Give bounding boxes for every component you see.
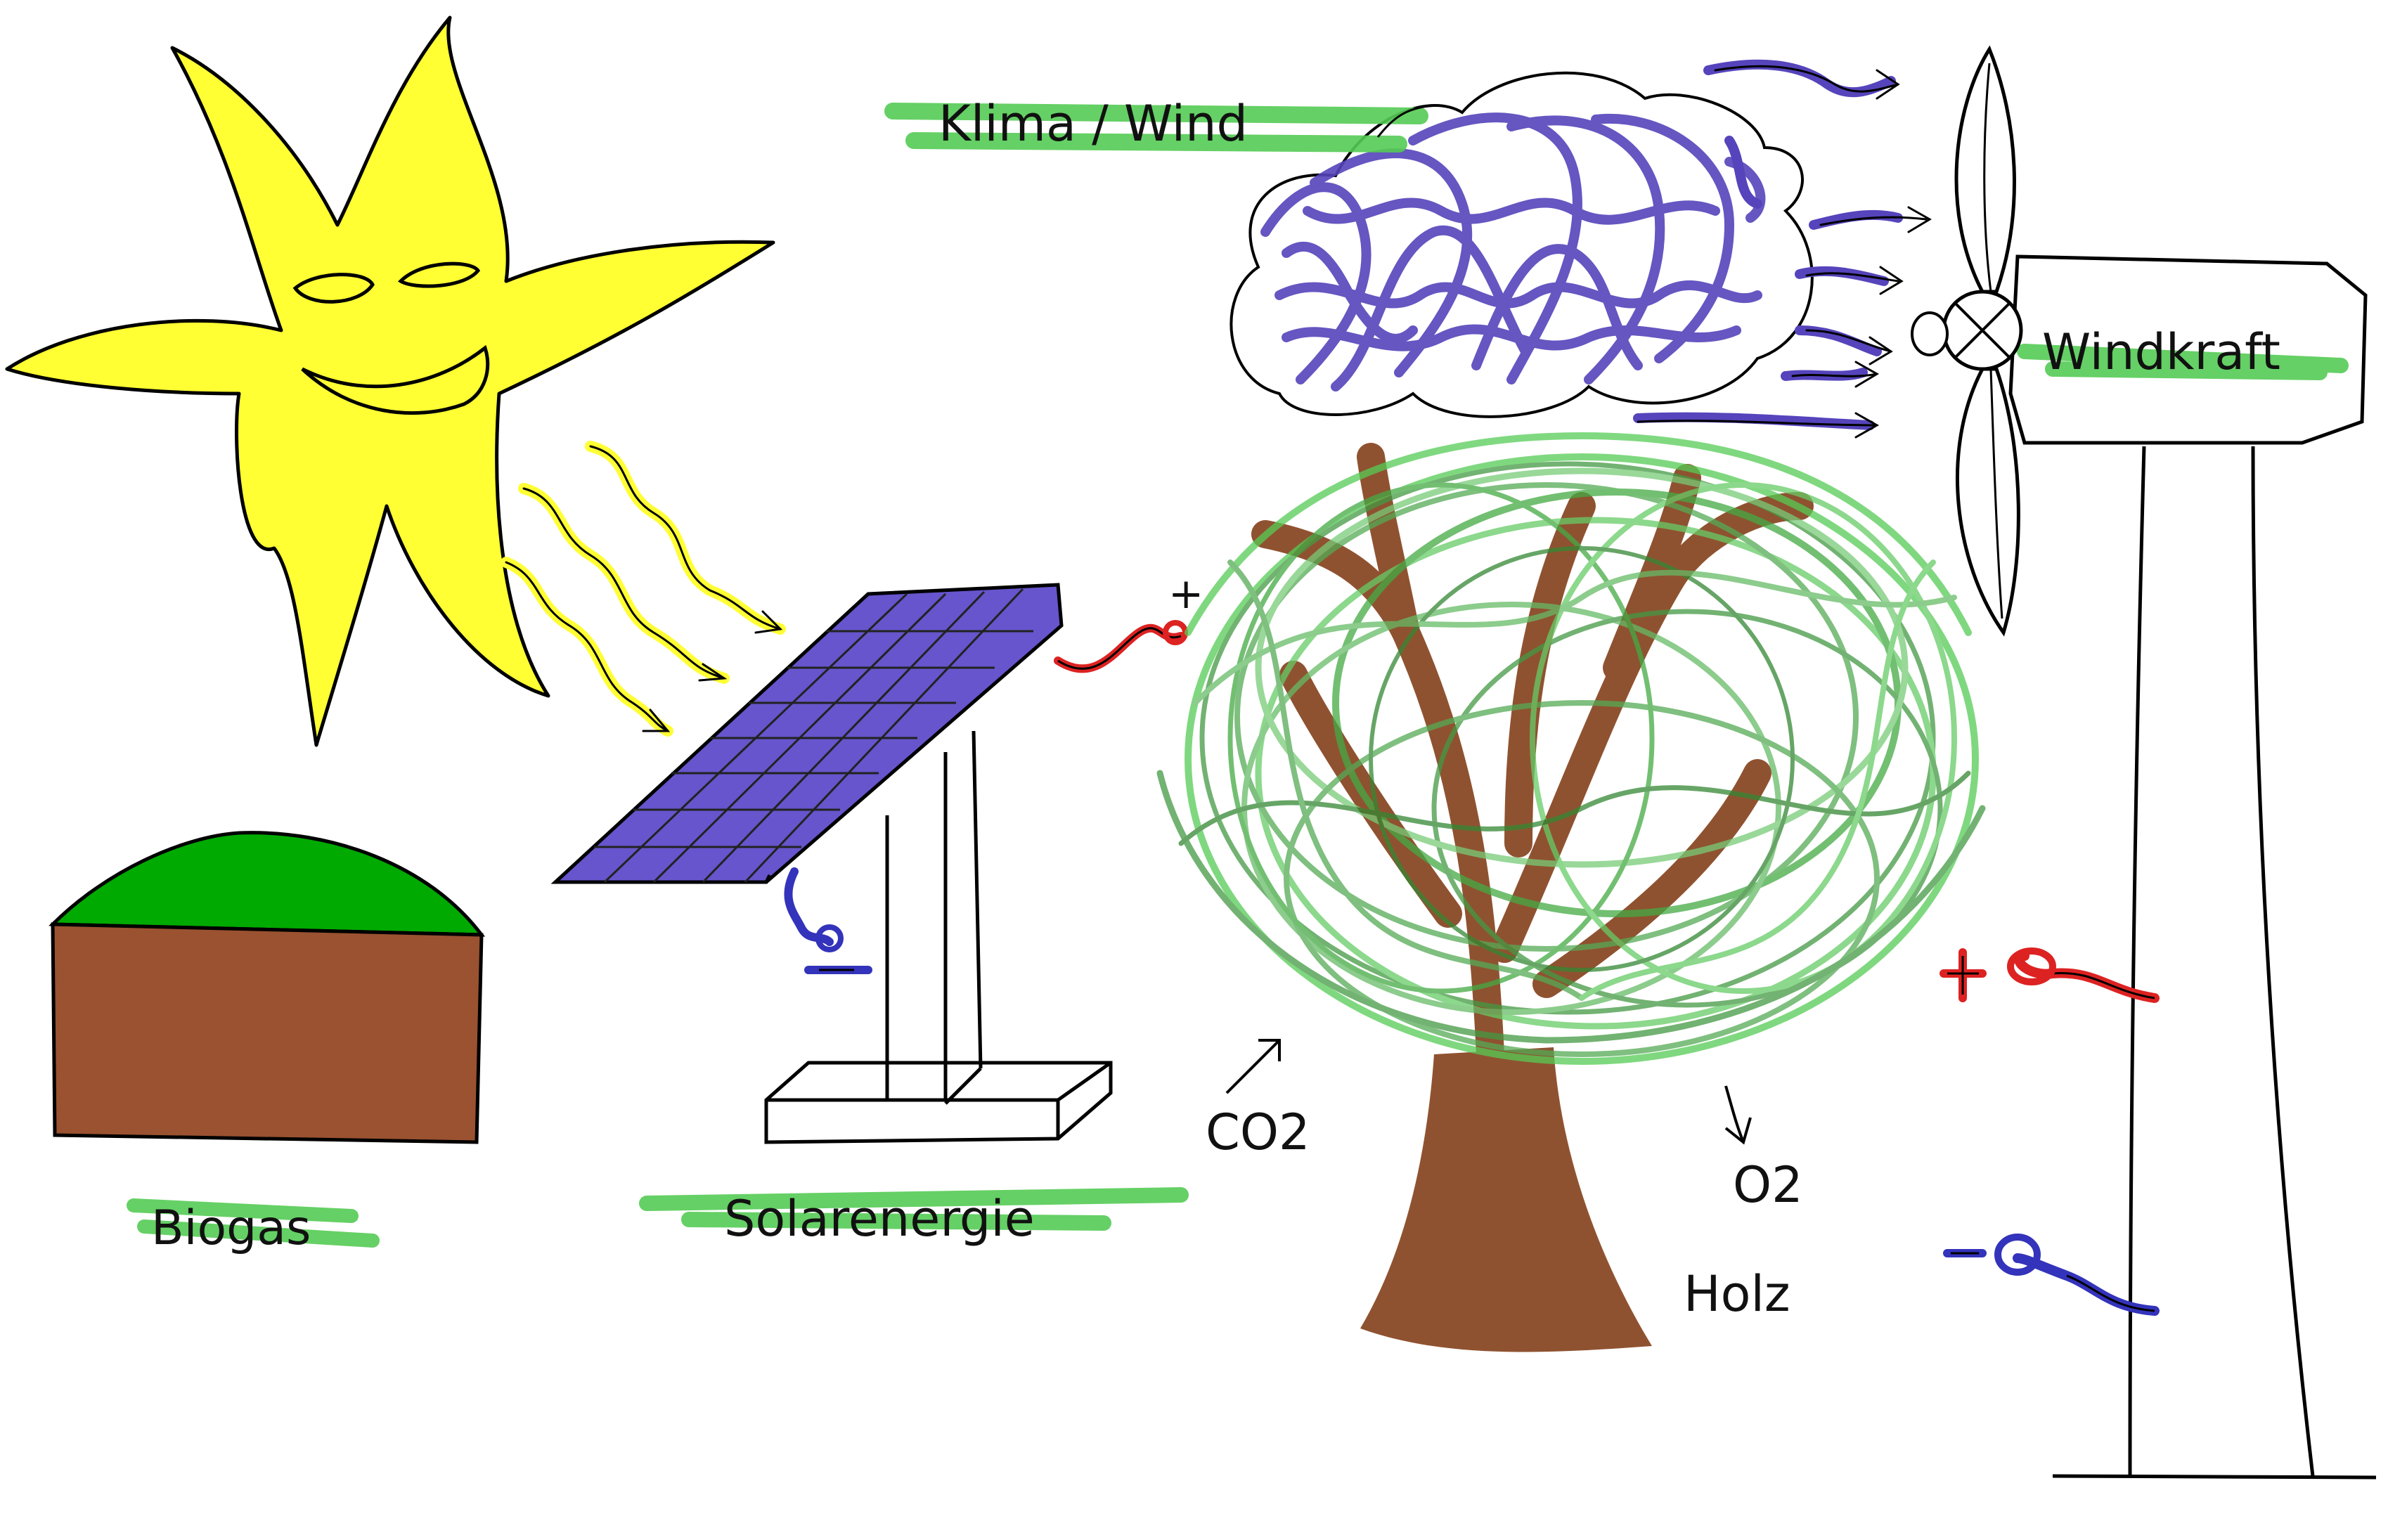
sun-icon <box>5 15 775 747</box>
holz-label: Holz <box>1684 1265 1790 1323</box>
co2-label: CO2 <box>1206 1104 1310 1161</box>
o2-arrow-icon <box>1724 1085 1752 1145</box>
sun-right-eye-icon <box>397 261 481 288</box>
sun-left-eye-icon <box>292 273 375 304</box>
solar-panel-icon: + <box>550 569 1203 1144</box>
tree-icon <box>1156 432 1986 1352</box>
co2-arrow-icon <box>1225 1039 1281 1094</box>
klima-label: Klima / Wind <box>938 95 1248 153</box>
wind-arrows-icon <box>1633 59 1932 439</box>
solar-label-group: Solarenergie <box>639 1187 1189 1248</box>
biogas-label-group: Biogas <box>127 1198 380 1256</box>
biogas-label: Biogas <box>151 1201 311 1256</box>
tree-labels-group: CO2 O2 Holz <box>1206 1039 1803 1323</box>
sun-mouth-icon <box>301 344 490 415</box>
klima-label-group: Klima / Wind <box>884 95 1442 153</box>
wind-turbine-icon: Windkraft <box>1911 45 2377 1480</box>
cloud-icon <box>1230 71 1814 418</box>
o2-label: O2 <box>1733 1156 1803 1214</box>
biogas-mound-icon <box>49 831 486 1144</box>
solar-label: Solarenergie <box>724 1190 1035 1248</box>
sun-rays-icon <box>501 441 786 737</box>
windkraft-label: Windkraft <box>2042 323 2280 381</box>
